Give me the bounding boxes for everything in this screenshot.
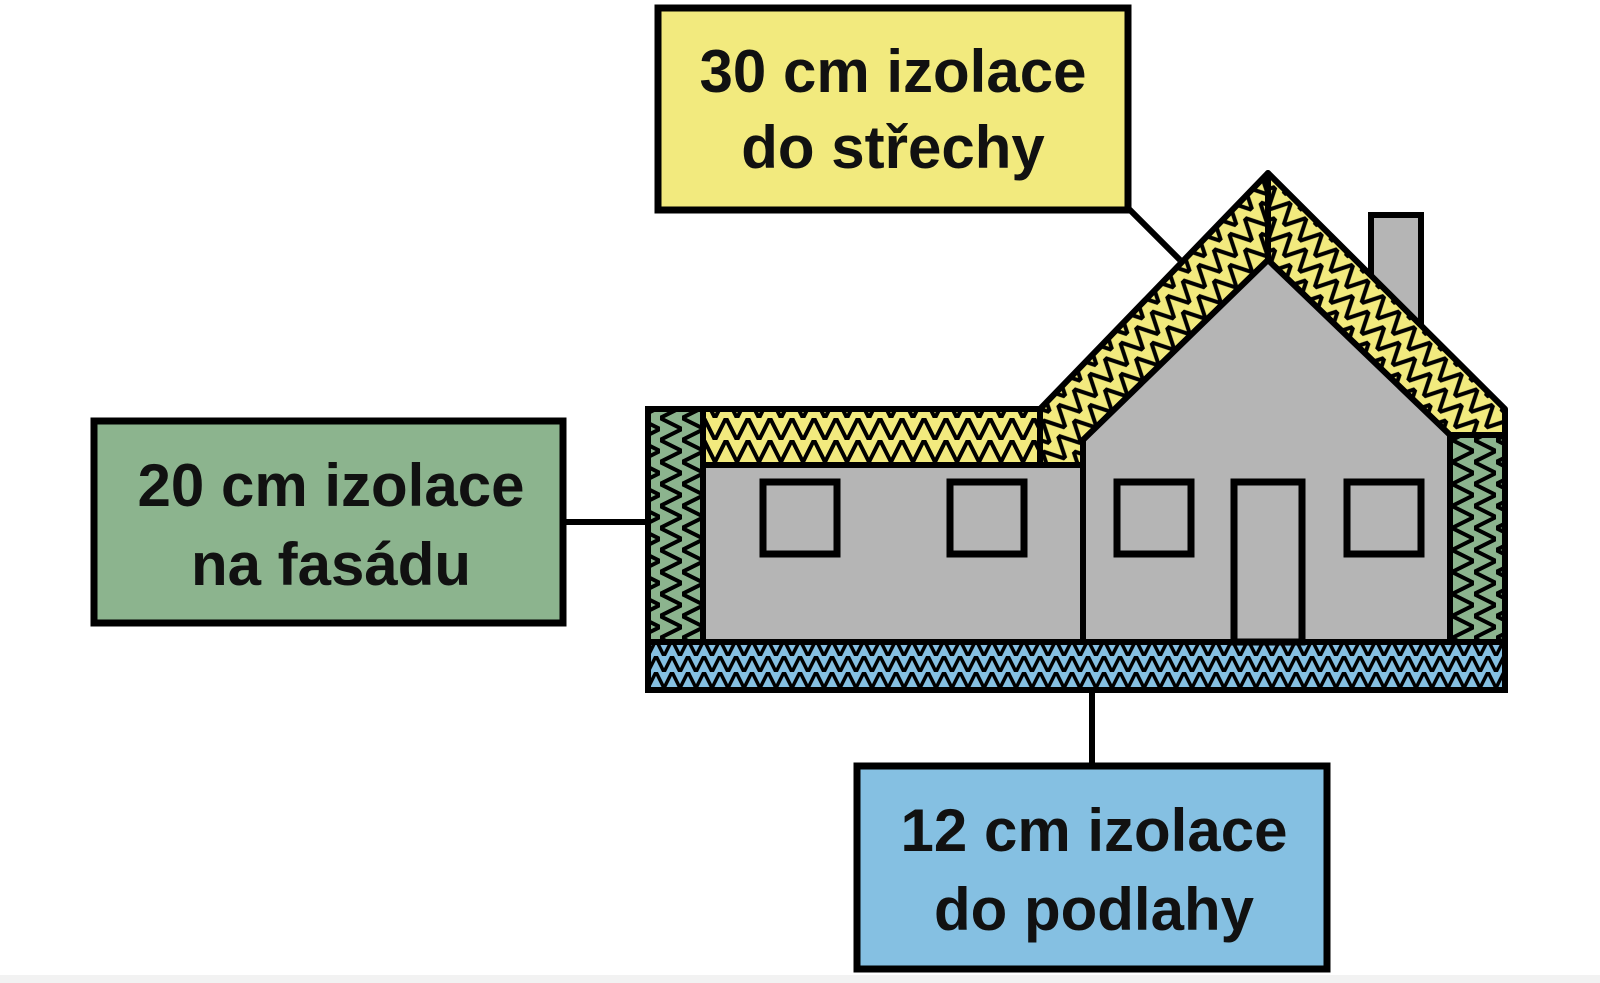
roof-label-line1: 30 cm izolace: [700, 38, 1087, 105]
window: [1343, 478, 1425, 558]
facade-insulation-right: [1447, 432, 1508, 645]
roof-insulation-right-slope: [1265, 170, 1508, 438]
roof-connector: [1122, 202, 1183, 263]
facade-label: 20 cm izolace na fasádu: [90, 417, 567, 627]
window: [1113, 478, 1195, 558]
openings: [759, 478, 1425, 646]
facade-insulation-left: [645, 406, 706, 645]
facade-label-line2: na fasádu: [191, 531, 471, 598]
door: [1230, 478, 1306, 646]
roof-label-line2: do střechy: [741, 114, 1045, 181]
floor-label-box: [853, 762, 1331, 973]
facade-label-line1: 20 cm izolace: [138, 452, 525, 519]
floor-label: 12 cm izolace do podlahy: [853, 762, 1331, 973]
floor-label-line2: do podlahy: [934, 876, 1255, 943]
facade-label-box: [90, 417, 567, 627]
floor-label-line1: 12 cm izolace: [901, 797, 1288, 864]
window: [759, 478, 841, 558]
bottom-edge: [0, 975, 1600, 983]
floor-insulation: [645, 639, 1508, 693]
roof-label: 30 cm izolace do střechy: [654, 4, 1132, 214]
roof-label-box: [654, 4, 1132, 214]
roof-insulation-flat: [700, 406, 1086, 468]
window: [946, 478, 1028, 558]
